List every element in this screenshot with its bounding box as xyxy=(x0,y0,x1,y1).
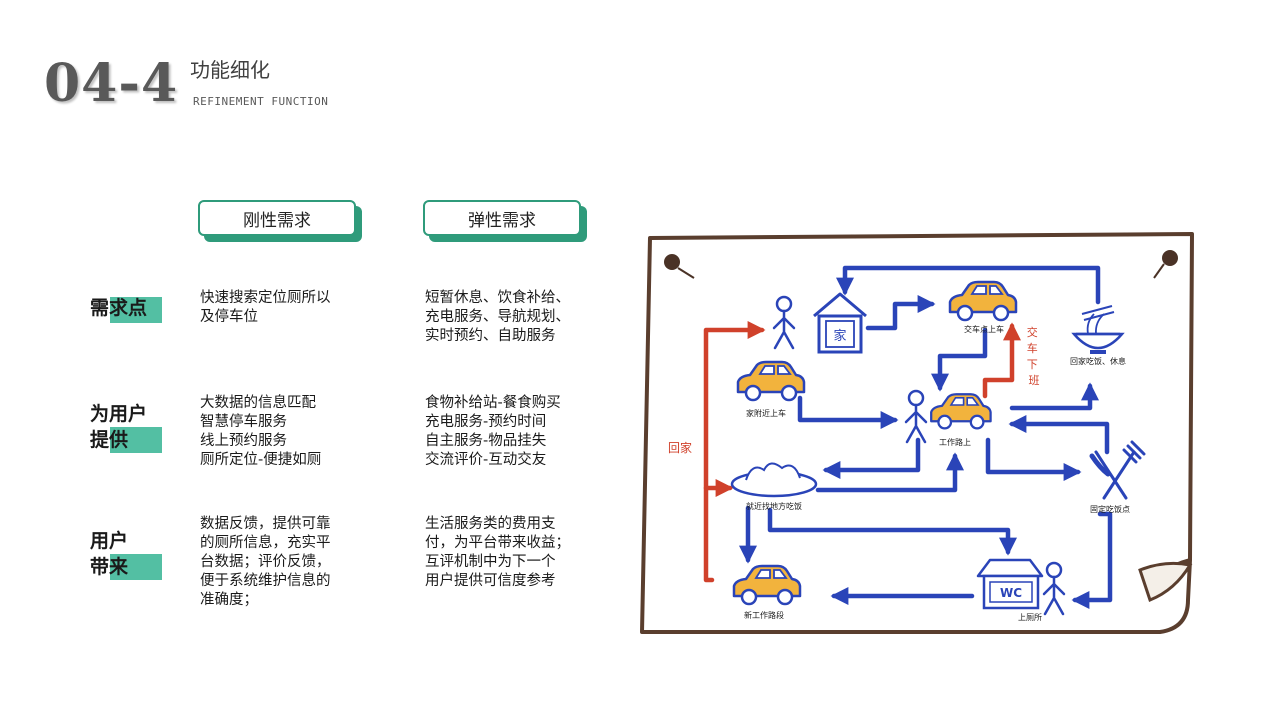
fork-knife-icon xyxy=(1089,440,1146,500)
section-title: 功能细化 xyxy=(190,58,270,82)
arrow-commute-to-fixed xyxy=(985,437,1082,481)
row-label-text: 用户 带来 xyxy=(90,530,129,578)
column-header-elastic-label: 弹性需求 xyxy=(423,200,581,236)
label-home-car: 家附近上车 xyxy=(746,408,786,418)
label-off-work-2: 车 xyxy=(1027,341,1038,355)
row-label-bring: 用户 带来 xyxy=(90,528,162,580)
section-number: 04-4 xyxy=(44,53,179,114)
arrow-fixed-to-commute xyxy=(1008,415,1110,455)
noodle-bowl-icon xyxy=(1071,305,1125,354)
arrow-go-home xyxy=(703,321,766,583)
toilet-sign-label: WC xyxy=(1000,586,1022,600)
arrow-home-to-dropoff xyxy=(865,295,936,331)
row-label-text: 为用户 提供 xyxy=(90,403,148,451)
label-off-work-1: 交 xyxy=(1027,325,1038,339)
arrow-off-work xyxy=(982,322,1021,399)
arrow-homecar-to-commute xyxy=(797,395,899,429)
label-off-work: 交 车 下 班 xyxy=(1027,325,1042,387)
label-commute: 工作路上 xyxy=(939,437,971,447)
cell-bring-elastic: 生活服务类的费用支 付，为平台带来收益； 互评机制中为下一个 用户提供可信度参考 xyxy=(425,516,570,589)
section-subtitle: REFINEMENT FUNCTION xyxy=(193,95,329,108)
house-icon: 家 xyxy=(813,292,867,354)
label-fixed-meal: 固定吃饭点 xyxy=(1090,504,1130,514)
food-plate-icon xyxy=(730,462,818,498)
label-off-work-3: 下 xyxy=(1027,358,1038,371)
column-header-rigid: 刚性需求 xyxy=(198,200,362,242)
row-label-text: 需求点 xyxy=(90,297,148,319)
label-home-rest: 回家吃饭、休息 xyxy=(1070,356,1126,366)
arrow-commute-to-rest xyxy=(1009,382,1099,411)
column-header-elastic: 弹性需求 xyxy=(423,200,587,242)
column-header-rigid-label: 刚性需求 xyxy=(198,200,356,236)
cell-demand-elastic: 短暂休息、饮食补给、 充电服务、导航规划、 实时预约、自助服务 xyxy=(425,290,570,344)
row-label-demand-points: 需求点 xyxy=(90,295,162,323)
toilet-building-icon: WC xyxy=(976,558,1044,610)
cell-bring-rigid: 数据反馈，提供可靠 的厕所信息，充实平 台数据；评价反馈， 便于系统维护信息的 … xyxy=(200,516,331,608)
cell-demand-rigid: 快速搜索定位厕所以 及停车位 xyxy=(200,290,331,325)
arrow-commute-to-nearby xyxy=(822,437,921,479)
label-new-road: 新工作路段 xyxy=(744,610,784,620)
label-off-work-4: 班 xyxy=(1029,374,1040,387)
arrow-dropoff-to-commute xyxy=(931,327,988,392)
journey-map: 回家 交 车 下 班 家 交车点上车 家附近上车 工作路上 新工作路段 回家吃饭… xyxy=(640,232,1194,634)
label-nearby-meal: 就近找地方吃饭 xyxy=(746,501,802,511)
cell-provide-rigid: 大数据的信息匹配 智慧停车服务 线上预约服务 厕所定位-便捷如厕 xyxy=(200,395,322,468)
arrow-fixed-to-toilet xyxy=(1071,511,1113,609)
label-toilet: 上厕所 xyxy=(1018,612,1042,622)
label-dropoff: 交车点上车 xyxy=(964,324,1004,334)
arrow-nearby-to-toilet xyxy=(767,507,1017,556)
arrow-nearby-to-commute xyxy=(815,452,964,493)
cell-provide-elastic: 食物补给站-餐食购买 充电服务-预约时间 自主服务-物品挂失 交流评价-互动交友 xyxy=(425,395,561,468)
row-label-provide: 为用户 提供 xyxy=(90,401,162,453)
label-go-home: 回家 xyxy=(668,440,692,455)
house-sign-label: 家 xyxy=(833,328,846,344)
paper-curl xyxy=(1138,561,1193,602)
arrow-rest-to-home xyxy=(836,265,1101,305)
pin-right-icon xyxy=(1153,250,1178,279)
pin-left-icon xyxy=(664,254,695,279)
